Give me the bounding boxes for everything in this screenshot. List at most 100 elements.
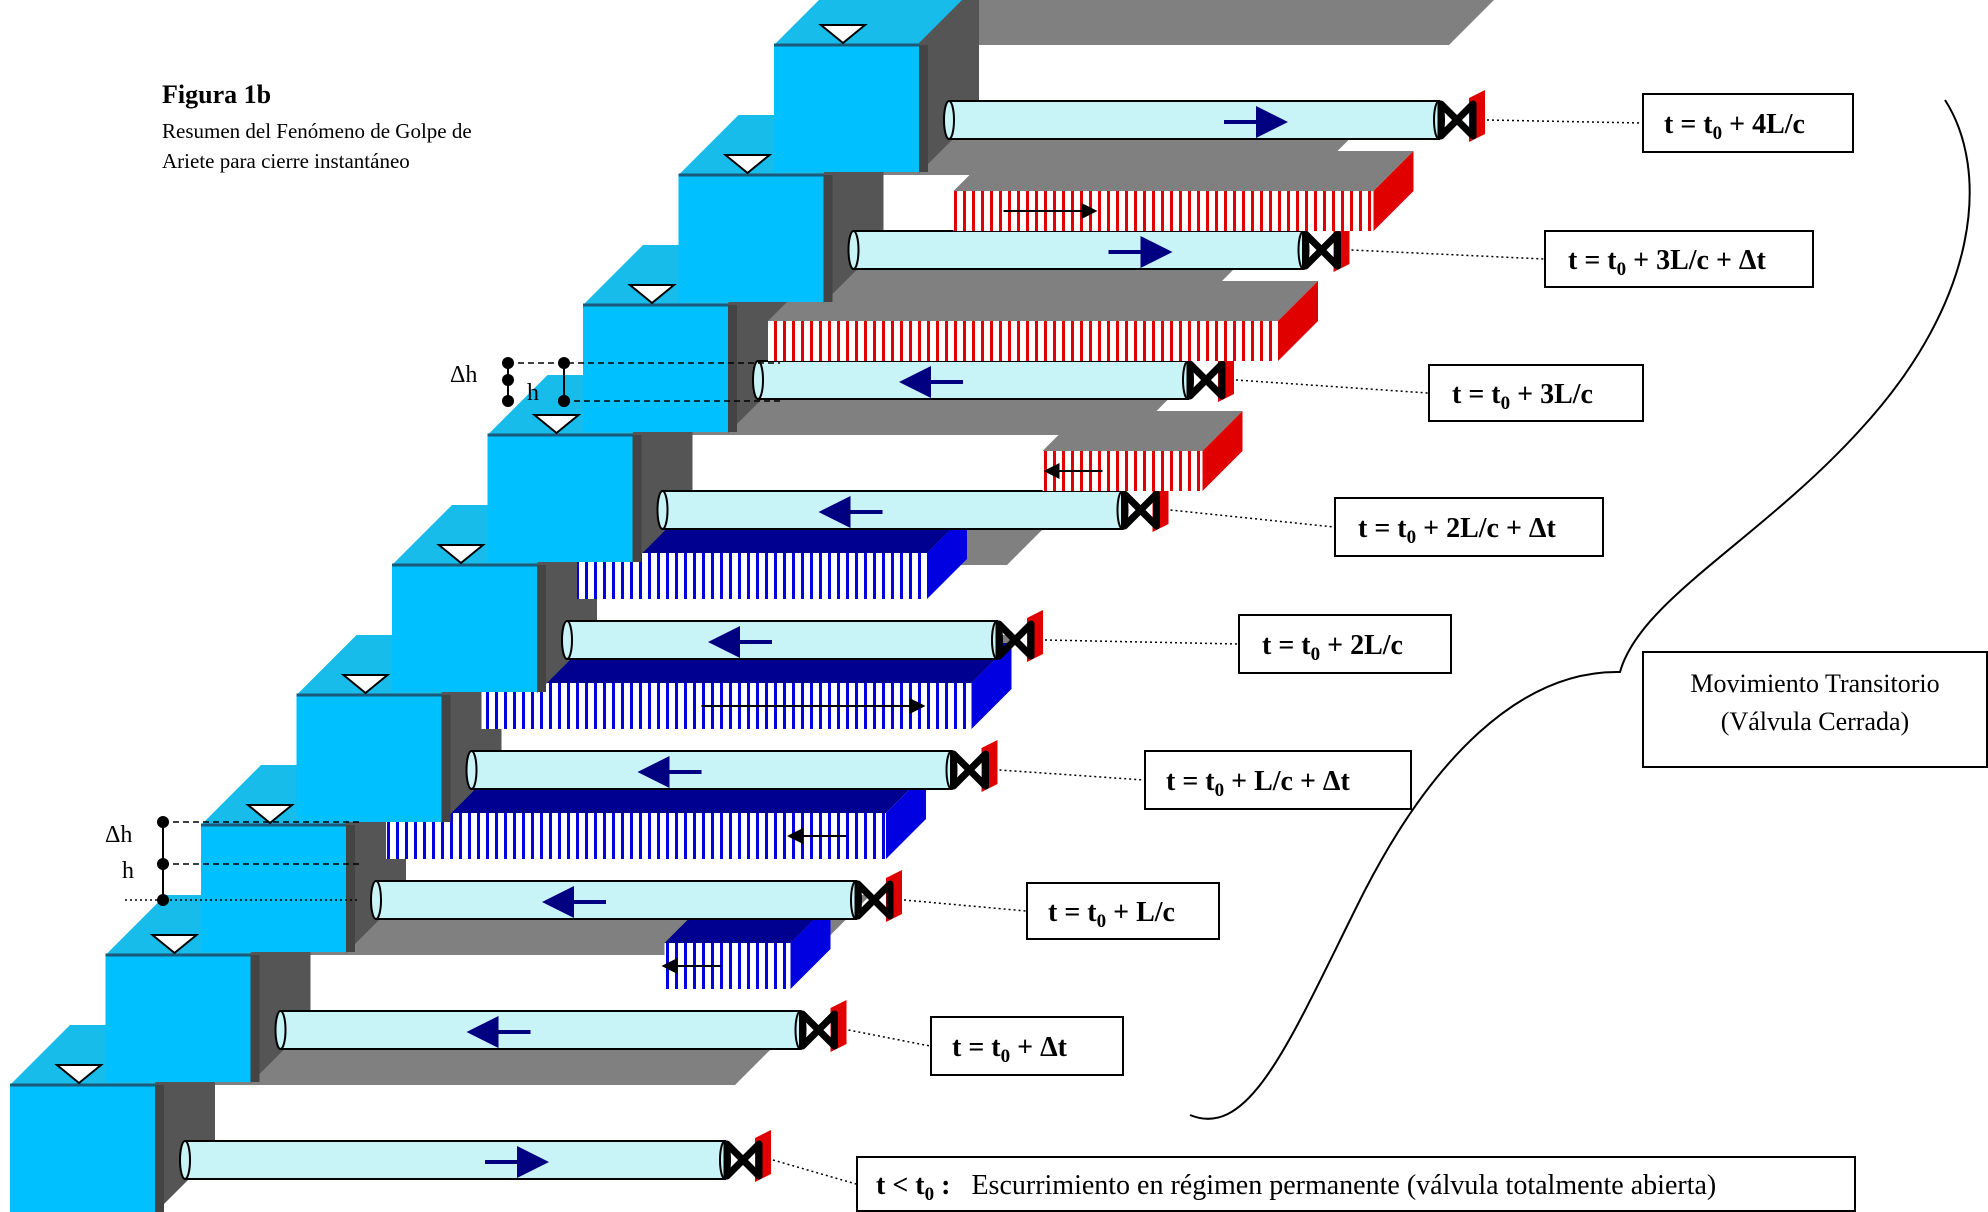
pipe bbox=[566, 620, 998, 660]
pressure-block-top bbox=[768, 281, 1318, 321]
wall-face bbox=[919, 45, 928, 172]
valve-icon bbox=[1437, 100, 1477, 140]
pressure-block-top bbox=[953, 151, 1414, 191]
pipe-end bbox=[370, 880, 382, 920]
water-level-icon bbox=[149, 934, 200, 955]
pressure-block-side bbox=[790, 903, 831, 989]
stage-label-6: t = t0 + 3L/c bbox=[1428, 364, 1644, 422]
leader-line bbox=[1351, 249, 1545, 260]
water-level-icon bbox=[818, 24, 868, 45]
leader-line bbox=[1170, 509, 1335, 528]
wall-face bbox=[346, 825, 355, 952]
pressure-block-side bbox=[1278, 281, 1318, 361]
reservoir-front bbox=[774, 45, 919, 172]
stage-label-4: t = t0 + 2L/c bbox=[1238, 614, 1452, 674]
pipe bbox=[279, 1010, 802, 1050]
stage-label-0: t < t0 : Escurrimiento en régimen perman… bbox=[856, 1156, 1856, 1212]
steady-state-description: Escurrimiento en régimen permanente (vál… bbox=[971, 1170, 1717, 1201]
dimension-dot bbox=[558, 395, 570, 407]
leader-line bbox=[848, 1029, 931, 1047]
reservoir-front bbox=[10, 1085, 155, 1212]
pipe-end bbox=[943, 100, 955, 140]
pipe bbox=[375, 880, 857, 920]
pipe-end bbox=[656, 490, 669, 530]
pipe-end bbox=[847, 230, 860, 270]
valve-icon bbox=[723, 1140, 763, 1180]
dimension-upper-h bbox=[558, 357, 570, 407]
dimension-dot bbox=[502, 395, 514, 407]
water-level-icon bbox=[54, 1064, 104, 1085]
dimension-dot bbox=[558, 357, 570, 369]
water-level-icon bbox=[245, 804, 295, 825]
pipe bbox=[852, 230, 1305, 270]
slab bbox=[919, 0, 1494, 45]
pipe-end bbox=[752, 360, 764, 400]
figure-title: Figura 1b bbox=[162, 80, 272, 109]
pipe-end bbox=[179, 1140, 191, 1180]
dimension-lower bbox=[125, 816, 360, 906]
valve-icon bbox=[799, 1010, 838, 1050]
valve-icon bbox=[995, 620, 1035, 660]
stage-label-5: t = t0 + 2L/c + Δt bbox=[1334, 497, 1604, 557]
wall-face bbox=[728, 305, 737, 432]
reservoir-front bbox=[201, 825, 346, 952]
transient-movement-box: Movimiento Transitorio (Válvula Cerrada) bbox=[1642, 651, 1988, 768]
valve-icon bbox=[1302, 230, 1341, 270]
stage-label-2: t = t0 + L/c bbox=[1026, 882, 1220, 940]
valve-icon bbox=[854, 880, 894, 920]
pipe bbox=[661, 490, 1124, 530]
stage-label-3: t = t0 + L/c + Δt bbox=[1144, 750, 1412, 810]
pipe-end bbox=[465, 750, 478, 790]
stage-label-1: t = t0 + Δt bbox=[930, 1016, 1124, 1076]
dimension-dot bbox=[502, 374, 514, 386]
wall-face bbox=[537, 565, 546, 692]
wall-face bbox=[823, 175, 833, 302]
stage-label-8: t = t0 + 4L/c bbox=[1642, 93, 1854, 153]
water-level-icon bbox=[436, 544, 486, 565]
water-level-icon bbox=[627, 284, 677, 305]
stage-label-7: t = t0 + 3L/c + Δt bbox=[1544, 230, 1814, 288]
valve-icon bbox=[1186, 360, 1226, 400]
pressure-block-front bbox=[768, 321, 1278, 361]
stage-8 bbox=[774, 0, 1643, 173]
leader-line bbox=[903, 899, 1027, 912]
delta-h-label-lower: Δh bbox=[105, 822, 133, 848]
dimension-dot bbox=[157, 894, 169, 906]
pipe bbox=[184, 1140, 726, 1180]
wall-face bbox=[441, 695, 451, 822]
stages-layer bbox=[10, 0, 1643, 1212]
reservoir-top bbox=[774, 0, 964, 45]
leader-line bbox=[999, 769, 1145, 781]
leader-line bbox=[1044, 639, 1239, 645]
pipe-end bbox=[561, 620, 573, 660]
water-level-icon bbox=[340, 674, 391, 695]
valve-icon bbox=[950, 750, 989, 790]
delta-h-label-upper: Δh bbox=[450, 362, 478, 388]
transient-brace bbox=[1189, 99, 1971, 1120]
pipe bbox=[470, 750, 953, 790]
pressure-block-side bbox=[927, 513, 967, 599]
pipe-end bbox=[274, 1010, 287, 1050]
leader-line bbox=[1235, 379, 1429, 394]
leader-line bbox=[1486, 119, 1643, 124]
wall-face bbox=[155, 1085, 164, 1212]
wall bbox=[919, 0, 979, 173]
pressure-block-side bbox=[1373, 151, 1414, 231]
wall-face bbox=[250, 955, 260, 1082]
pressure-block-side bbox=[971, 643, 1012, 729]
transient-line1: Movimiento Transitorio bbox=[1690, 669, 1940, 698]
extras-layer bbox=[125, 99, 1971, 1120]
reservoir-front bbox=[678, 175, 824, 302]
wall-face bbox=[632, 435, 642, 562]
valve-icon bbox=[1121, 490, 1160, 530]
h-label-upper: h bbox=[527, 380, 539, 406]
leader-line bbox=[772, 1159, 857, 1185]
reservoir-front bbox=[487, 435, 633, 562]
pipe bbox=[948, 100, 1440, 140]
dimension-upper bbox=[502, 357, 780, 407]
pipe bbox=[757, 360, 1189, 400]
reservoir-front bbox=[296, 695, 442, 822]
water-level-icon bbox=[722, 154, 773, 175]
figure-subtitle: Resumen del Fenómeno de Golpe de Ariete … bbox=[162, 116, 592, 176]
